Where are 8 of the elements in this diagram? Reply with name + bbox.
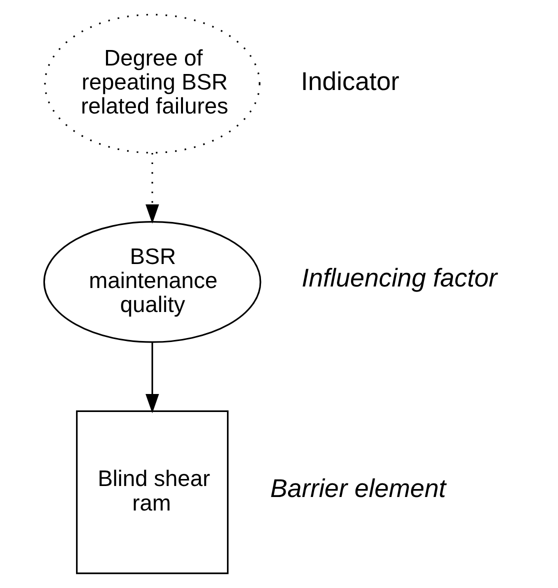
node-label: Indicator (300, 68, 400, 96)
arrow (146, 152, 160, 224)
node-label: Influencing factor (302, 264, 498, 292)
node-label: Barrier element (270, 474, 446, 503)
arrow (146, 342, 160, 414)
node-box: Blind shear ram (76, 410, 229, 574)
node-ellipse: Degree of repeating BSR related failures (44, 14, 260, 154)
node-ellipse: BSR maintenance quality (43, 221, 262, 343)
